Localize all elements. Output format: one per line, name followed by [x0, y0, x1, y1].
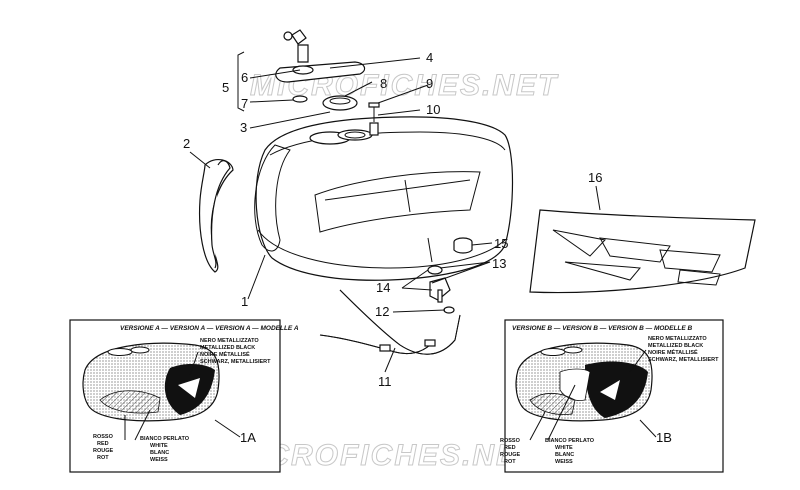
version-b-white-4: WEISS — [555, 459, 573, 465]
version-b-header: VERSIONE B — VERSION B — VERSION B — MOD… — [512, 325, 693, 332]
callout-3: 3 — [240, 120, 247, 135]
version-b-red-2: RED — [504, 445, 516, 451]
version-a-black-3: NOIRE MÉTALLISÉ — [200, 350, 250, 358]
version-a-inset: VERSIONE A — VERSION A — VERSION A — MOD… — [69, 319, 299, 473]
screw-part — [368, 102, 380, 122]
watermark-bottom: MICROFICHES.NET — [230, 439, 539, 472]
cap-assembly — [275, 29, 366, 111]
version-a-red-4: ROT — [97, 455, 109, 461]
callout-1: 1 — [241, 294, 248, 309]
callout-8: 8 — [380, 76, 387, 91]
version-a-red-1: ROSSO — [93, 434, 114, 440]
version-a-red-3: ROUGE — [93, 448, 114, 454]
callout-5: 5 — [222, 80, 229, 95]
rubber-strip-part — [198, 158, 234, 273]
version-b-red-3: ROUGE — [500, 452, 521, 458]
callout-12: 12 — [375, 304, 389, 319]
version-a-white-1: BIANCO PERLATO — [140, 436, 190, 442]
leader-lines — [189, 51, 601, 373]
version-b-inset: VERSIONE B — VERSION B — VERSION B — MOD… — [500, 319, 724, 473]
decal-sheet-part — [529, 209, 756, 294]
version-b-white-2: WHITE — [555, 445, 573, 451]
version-b-white-3: BLANC — [555, 452, 574, 458]
callout-15: 15 — [494, 236, 508, 251]
version-a-black-4: SCHWARZ, METALLISIERT — [200, 359, 271, 365]
rubber-pad-part — [453, 237, 473, 254]
callout-numbers: 1 2 3 4 5 6 7 8 9 10 11 12 13 14 15 16 — [183, 50, 602, 389]
version-b-black-4: SCHWARZ, METALLISIERT — [648, 357, 719, 363]
version-a-black-1: NERO METALLIZZATO — [200, 338, 259, 344]
version-a-black-2: METALLIZED BLACK — [200, 345, 255, 351]
version-a-white-3: BLANC — [150, 450, 169, 456]
callout-4: 4 — [426, 50, 433, 65]
callout-6: 6 — [241, 70, 248, 85]
callout-1a: 1A — [240, 430, 256, 445]
version-b-red-1: ROSSO — [500, 438, 521, 444]
callout-14: 14 — [376, 280, 390, 295]
version-b-red-4: ROT — [504, 459, 516, 465]
callout-1b: 1B — [656, 430, 672, 445]
callout-16: 16 — [588, 170, 602, 185]
version-b-black-2: METALLIZED BLACK — [648, 343, 703, 349]
callout-11: 11 — [378, 374, 392, 389]
version-a-red-2: RED — [97, 441, 109, 447]
fuel-tank — [254, 116, 514, 281]
version-a-white-2: WHITE — [150, 443, 168, 449]
callout-9: 9 — [426, 76, 433, 91]
fuel-hose-part — [319, 289, 461, 355]
callout-10: 10 — [426, 102, 440, 117]
callout-13: 13 — [492, 256, 506, 271]
version-a-header: VERSIONE A — VERSION A — VERSION A — MOD… — [120, 325, 299, 332]
version-b-black-3: NOIRE MÉTALLISÉ — [648, 348, 698, 356]
callout-7: 7 — [241, 96, 248, 111]
version-b-black-1: NERO METALLIZZATO — [648, 336, 707, 342]
version-a-white-4: WEISS — [150, 457, 168, 463]
callout-2: 2 — [183, 136, 190, 151]
version-b-white-1: BIANCO PERLATO — [545, 438, 595, 444]
